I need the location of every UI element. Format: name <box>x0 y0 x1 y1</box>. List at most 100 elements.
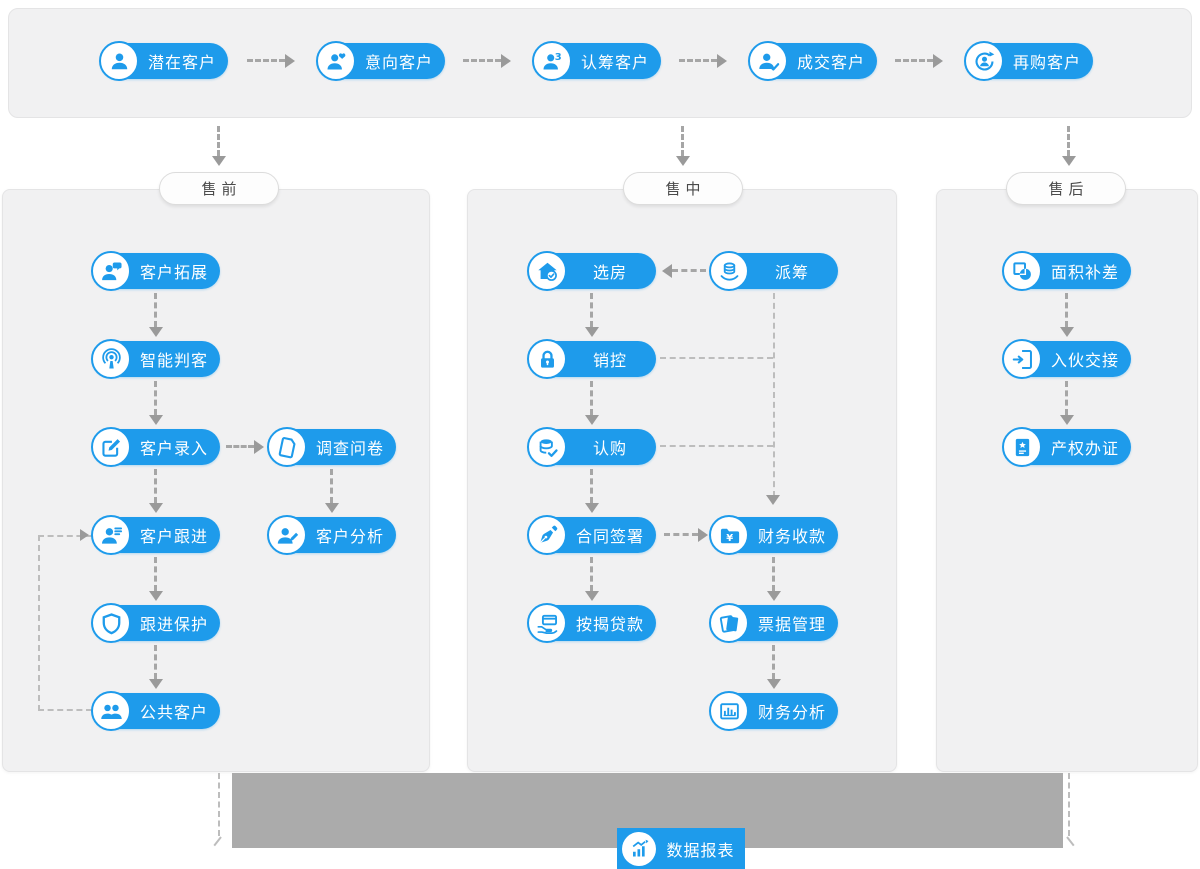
report-label: 数据报表 <box>666 840 735 860</box>
arrow-contract-to-collection <box>664 528 708 542</box>
chart-up-icon <box>622 831 656 866</box>
questionnaire-icon <box>267 427 307 467</box>
node-title-certificate[interactable]: 产权办证 <box>1002 427 1131 467</box>
node-mortgage-loan[interactable]: 按揭贷款 <box>527 603 656 643</box>
node-customer-follow-up[interactable]: 客户跟进 <box>91 515 220 555</box>
node-label: 入伙交接 <box>1050 351 1119 370</box>
node-follow-up-protection[interactable]: 跟进保护 <box>91 603 220 643</box>
chart-frame-icon <box>709 691 749 731</box>
node-label: 客户跟进 <box>139 527 208 546</box>
user-list-icon <box>91 515 131 555</box>
node-receipt-management[interactable]: 票据管理 <box>709 603 838 643</box>
node-label: 智能判客 <box>139 351 208 370</box>
node-token-distribution[interactable]: 派筹 <box>709 251 838 291</box>
arrow-follow-up-to-protection <box>149 557 163 601</box>
node-label: 票据管理 <box>757 615 826 634</box>
line-tokens-arrowhead <box>766 495 780 505</box>
arrow-collection-to-receipts <box>767 557 781 601</box>
arrow-bar-to-after-sale <box>1062 126 1076 166</box>
shapes-icon <box>1002 251 1042 291</box>
node-survey[interactable]: 调查问卷 <box>267 427 396 467</box>
node-house-selection[interactable]: 选房 <box>527 251 656 291</box>
pen-icon <box>527 515 567 555</box>
node-customer-analysis[interactable]: 客户分析 <box>267 515 396 555</box>
node-public-customer[interactable]: 公共客户 <box>91 691 220 731</box>
data-report-button[interactable]: 数据报表 <box>617 828 745 869</box>
node-repurchase-customer[interactable]: 再购客户 <box>964 41 1093 81</box>
node-finance-collection[interactable]: 财务收款 <box>709 515 838 555</box>
line-pre-sale-hook <box>213 836 222 847</box>
arrow-potential-to-intent <box>247 54 295 68</box>
certificate-star-icon <box>1002 427 1042 467</box>
node-label: 派筹 <box>774 263 809 282</box>
node-subscription[interactable]: 认购 <box>527 427 656 467</box>
user-heart-icon <box>316 41 356 81</box>
smart-detect-icon <box>91 339 131 379</box>
node-smart-qualify[interactable]: 智能判客 <box>91 339 220 379</box>
line-pre-sale-to-report <box>218 773 220 836</box>
arrow-entry-to-survey <box>226 440 264 454</box>
node-label: 认购 <box>592 439 627 458</box>
node-sales-control[interactable]: 销控 <box>527 339 656 379</box>
line-after-sale-hook <box>1066 836 1075 847</box>
arrow-area-to-handover <box>1060 293 1074 337</box>
node-subscription-customer[interactable]: 认筹客户 <box>532 41 661 81</box>
user-icon <box>99 41 139 81</box>
arrow-bar-to-in-sale <box>676 126 690 166</box>
house-check-icon <box>527 251 567 291</box>
folder-yen-icon <box>709 515 749 555</box>
section-header-in-sale: 售中 <box>623 172 743 205</box>
node-label: 产权办证 <box>1050 439 1119 458</box>
user-badge3-icon <box>532 41 572 81</box>
arrow-subscription-to-deal <box>679 54 727 68</box>
edit-icon <box>91 427 131 467</box>
shield-icon <box>91 603 131 643</box>
node-label: 按揭贷款 <box>575 615 644 634</box>
node-customer-expansion[interactable]: 客户拓展 <box>91 251 220 291</box>
line-control-to-collection <box>660 357 773 359</box>
user-pen-icon <box>267 515 307 555</box>
arrow-handover-to-certificate <box>1060 381 1074 425</box>
arrow-intent-to-subscription <box>463 54 511 68</box>
node-area-adjustment[interactable]: 面积补差 <box>1002 251 1131 291</box>
node-move-in-handover[interactable]: 入伙交接 <box>1002 339 1131 379</box>
node-label: 潜在客户 <box>147 53 216 72</box>
node-label: 客户分析 <box>315 527 384 546</box>
node-potential-customer[interactable]: 潜在客户 <box>99 41 228 81</box>
arrow-entry-to-follow-up <box>149 469 163 513</box>
handover-icon <box>1002 339 1042 379</box>
arrow-qualify-to-entry <box>149 381 163 425</box>
node-label: 调查问卷 <box>315 439 384 458</box>
node-intent-customer[interactable]: 意向客户 <box>316 41 445 81</box>
node-label: 跟进保护 <box>139 615 208 634</box>
users-icon <box>91 691 131 731</box>
tokens-hand-icon <box>709 251 749 291</box>
line-after-sale-to-report <box>1068 773 1070 836</box>
node-customer-entry[interactable]: 客户录入 <box>91 427 220 467</box>
line-tokens-to-collection <box>773 293 775 497</box>
node-deal-customer[interactable]: 成交客户 <box>748 41 877 81</box>
node-label: 客户拓展 <box>139 263 208 282</box>
node-label: 面积补差 <box>1050 263 1119 282</box>
node-finance-analysis[interactable]: 财务分析 <box>709 691 838 731</box>
section-header-after-sale: 售后 <box>1006 172 1126 205</box>
arrow-selection-to-control <box>585 293 599 337</box>
user-check-icon <box>748 41 788 81</box>
node-label: 公共客户 <box>139 703 208 722</box>
lock-icon <box>527 339 567 379</box>
node-label: 客户录入 <box>139 439 208 458</box>
node-label: 财务收款 <box>757 527 826 546</box>
arrow-survey-to-analysis <box>325 469 339 513</box>
node-contract-signing[interactable]: 合同签署 <box>527 515 656 555</box>
node-label: 成交客户 <box>796 53 865 72</box>
node-label: 再购客户 <box>1012 53 1081 72</box>
arrow-subscription-to-contract <box>585 469 599 513</box>
node-label: 意向客户 <box>364 53 433 72</box>
loop-arrowhead <box>80 529 89 541</box>
panel-pre-sale <box>2 189 430 772</box>
node-label: 财务分析 <box>757 703 826 722</box>
arrow-tokens-to-selection <box>662 264 706 278</box>
loop-public-to-follow-up <box>38 535 92 711</box>
user-repurchase-icon <box>964 41 1004 81</box>
